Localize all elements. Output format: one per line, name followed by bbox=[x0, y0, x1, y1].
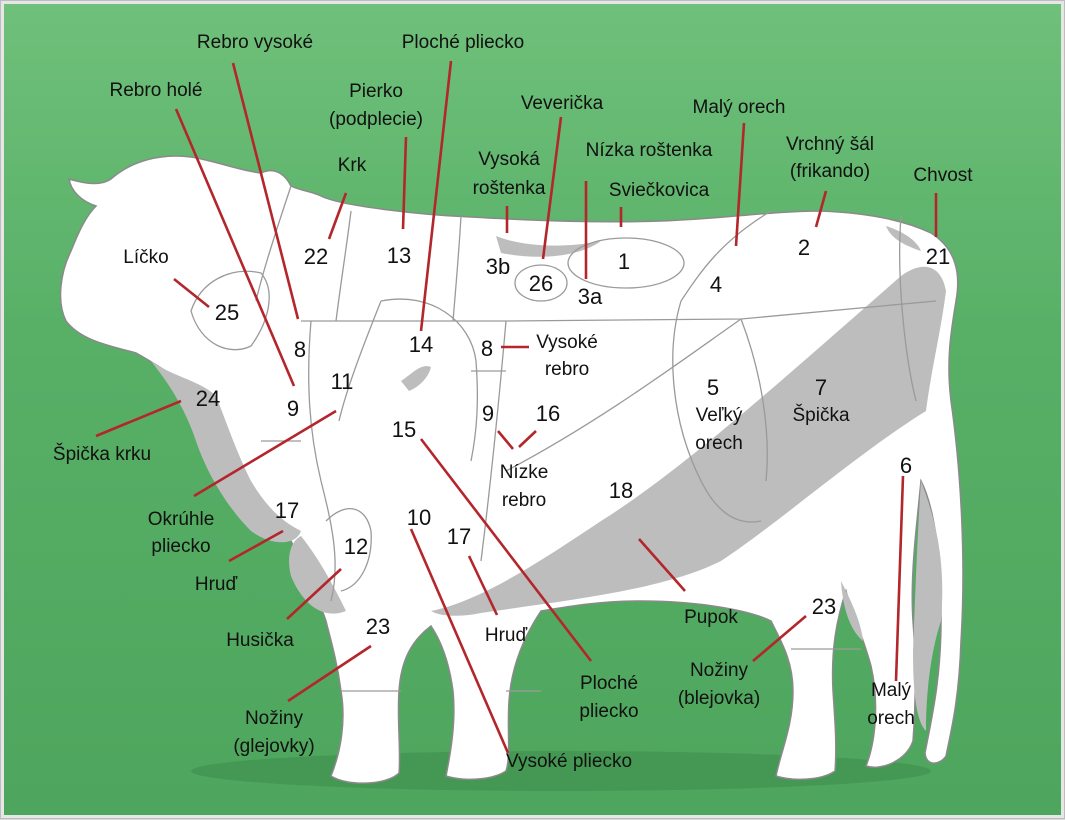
label-vysoka-rostenka-2: roštenka bbox=[473, 178, 546, 199]
cut-number: 3b bbox=[486, 254, 510, 279]
label-vysoke-rebro-1: Vysoké bbox=[536, 332, 598, 353]
cut-number: 14 bbox=[409, 332, 433, 357]
cut-number: 12 bbox=[344, 534, 368, 559]
label-spicka: Špička bbox=[792, 404, 849, 426]
label-nizke-rebro-1: Nízke bbox=[500, 462, 549, 483]
label-hrud-left: Hruď bbox=[195, 574, 238, 595]
label-okruhle-pliecko-2: pliecko bbox=[151, 536, 210, 557]
cut-number: 8 bbox=[481, 336, 493, 361]
cut-number: 8 bbox=[294, 337, 306, 362]
label-vrchny-sal-2: (frikando) bbox=[790, 161, 870, 182]
label-maly-orech-top: Malý orech bbox=[693, 97, 786, 118]
label-noziny-blejovka-2: (blejovka) bbox=[678, 688, 760, 709]
cut-number: 2 bbox=[798, 235, 810, 260]
label-maly-orech-bottom-2: orech bbox=[867, 708, 915, 729]
label-okruhle-pliecko-1: Okrúhle bbox=[148, 509, 215, 530]
cut-number: 17 bbox=[447, 524, 471, 549]
label-vevericka: Veverička bbox=[521, 93, 604, 114]
label-husicka: Husička bbox=[226, 630, 294, 651]
label-vrchny-sal-1: Vrchný šál bbox=[786, 134, 874, 155]
cut-number: 23 bbox=[366, 614, 390, 639]
label-pupok: Pupok bbox=[684, 607, 738, 628]
label-nizka-rostenka: Nízka roštenka bbox=[586, 140, 713, 161]
cut-number: 23 bbox=[812, 594, 836, 619]
label-hrud-mid: Hruď bbox=[485, 625, 528, 646]
cut-number: 4 bbox=[710, 272, 722, 297]
cut-number: 9 bbox=[482, 401, 494, 426]
label-noziny-glejovky-1: Nožiny bbox=[245, 708, 304, 729]
cut-number: 5 bbox=[707, 375, 719, 400]
label-vysoke-rebro-2: rebro bbox=[545, 359, 589, 380]
label-noziny-blejovka-1: Nožiny bbox=[690, 660, 749, 681]
cut-number: 11 bbox=[331, 369, 354, 394]
label-maly-orech-bottom-1: Malý bbox=[871, 680, 912, 701]
label-rebro-hole: Rebro holé bbox=[110, 80, 203, 101]
label-krk: Krk bbox=[338, 155, 367, 176]
label-pierko-1: Pierko bbox=[349, 81, 403, 102]
label-vysoke-pliecko: Vysoké pliecko bbox=[506, 751, 632, 772]
label-svieckovica: Sviečkovica bbox=[609, 180, 710, 201]
label-nizke-rebro-2: rebro bbox=[502, 490, 546, 511]
cut-number: 25 bbox=[215, 300, 239, 325]
cut-number: 7 bbox=[815, 375, 827, 400]
cut-number: 26 bbox=[529, 271, 553, 296]
cut-number: 1 bbox=[618, 249, 630, 274]
cut-number: 22 bbox=[304, 244, 328, 269]
label-ploche-pliecko-bottom-1: Ploché bbox=[580, 673, 638, 694]
label-ploche-pliecko-bottom-2: pliecko bbox=[579, 701, 638, 722]
cut-number: 17 bbox=[275, 498, 299, 523]
cut-number: 6 bbox=[900, 453, 912, 478]
label-spicka-krku: Špička krku bbox=[53, 443, 151, 465]
label-velky-orech-1: Veľký bbox=[696, 405, 743, 426]
label-velky-orech-2: orech bbox=[695, 433, 743, 454]
label-noziny-glejovky-2: (glejovky) bbox=[233, 736, 314, 757]
cut-number: 9 bbox=[287, 396, 299, 421]
cut-number: 24 bbox=[196, 386, 220, 411]
cut-number: 15 bbox=[392, 417, 416, 442]
cut-number: 16 bbox=[536, 401, 560, 426]
cut-number: 18 bbox=[609, 478, 633, 503]
label-vysoka-rostenka-1: Vysoká bbox=[478, 149, 540, 170]
label-rebro-vysoke: Rebro vysoké bbox=[197, 32, 313, 53]
cut-number: 10 bbox=[407, 505, 431, 530]
cut-number: 21 bbox=[926, 244, 950, 269]
cut-number: 3a bbox=[578, 284, 603, 309]
label-chvost: Chvost bbox=[913, 165, 973, 186]
label-pierko-2: (podplecie) bbox=[329, 109, 423, 130]
label-licko: Líčko bbox=[123, 247, 168, 268]
label-ploche-pliecko-top: Ploché pliecko bbox=[402, 32, 525, 53]
cut-number: 13 bbox=[387, 243, 411, 268]
